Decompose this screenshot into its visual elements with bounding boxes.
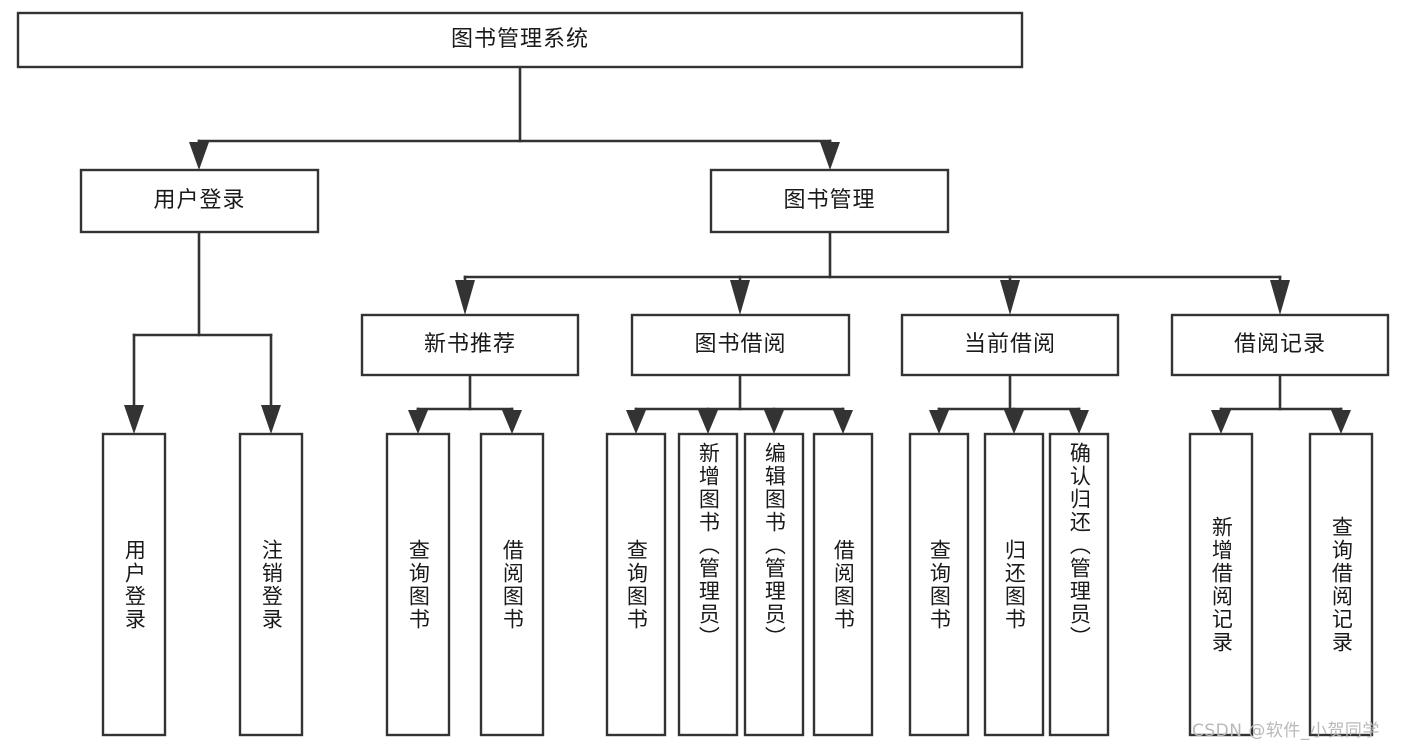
connector-group-user-login-to-leaves	[124, 230, 281, 434]
node-box-leaf-12[interactable]	[1308, 432, 1374, 737]
arrow-head-nbr-leaf-2	[502, 410, 522, 434]
arrow-head-cb-leaf-2	[1004, 410, 1024, 434]
arrow-head-bb-leaf-1	[626, 410, 646, 434]
connector-group-current-borrow-to-leaves	[929, 373, 1089, 434]
node-box-book-manage[interactable]	[709, 168, 950, 234]
arrow-head-nbr-leaf-1	[408, 410, 428, 434]
arrow-head-bb-leaf-3	[764, 410, 784, 434]
arrow-head-to-borrow-record	[1270, 280, 1290, 315]
node-box-leaf-9[interactable]	[983, 432, 1045, 737]
node-box-leaf-10[interactable]	[1048, 432, 1110, 737]
arrow-head-br-leaf-1	[1211, 410, 1231, 434]
node-box-leaf-3[interactable]	[479, 432, 545, 737]
node-box-leaf-6[interactable]	[743, 432, 805, 737]
node-box-leaf-8[interactable]	[908, 432, 970, 737]
arrow-head-to-user-login	[189, 142, 209, 170]
arrow-head-bb-leaf-2	[698, 410, 718, 434]
node-box-root[interactable]	[16, 11, 1024, 69]
node-box-borrow-record[interactable]	[1170, 313, 1390, 377]
node-box-current-borrow[interactable]	[900, 313, 1120, 377]
node-box-leaf-2[interactable]	[385, 432, 451, 737]
arrow-head-br-leaf-2	[1331, 410, 1351, 434]
connector-group-new-book-rec-to-leaves	[408, 373, 522, 434]
node-box-user-login[interactable]	[79, 168, 320, 234]
arrow-head-cb-leaf-1	[929, 410, 949, 434]
node-box-leaf-7[interactable]	[812, 432, 874, 737]
connector-group-root-to-level2	[189, 65, 840, 170]
connector-group-book-borrow-to-leaves	[626, 373, 853, 434]
node-box-new-book-recommend[interactable]	[360, 313, 580, 377]
node-box-book-borrow[interactable]	[630, 313, 851, 377]
arrow-head-leaf-user-login	[124, 405, 144, 434]
arrow-head-to-book-borrow	[730, 280, 750, 315]
node-box-leaf-4[interactable]	[605, 432, 667, 737]
connector-group-borrow-record-to-leaves	[1211, 373, 1351, 434]
node-box-leaf-1[interactable]	[238, 432, 304, 737]
arrow-head-to-book-manage	[820, 142, 840, 170]
arrow-head-to-current-borrow	[1000, 280, 1020, 315]
arrow-head-leaf-logout	[261, 405, 281, 434]
connector-group-book-manage-to-level3	[455, 230, 1290, 315]
node-box-leaf-0[interactable]	[101, 432, 167, 737]
arrow-head-to-new-book-rec	[455, 280, 475, 315]
arrow-head-bb-leaf-4	[833, 410, 853, 434]
arrow-head-cb-leaf-3	[1069, 410, 1089, 434]
node-box-leaf-11[interactable]	[1188, 432, 1254, 737]
node-box-leaf-5[interactable]	[677, 432, 739, 737]
